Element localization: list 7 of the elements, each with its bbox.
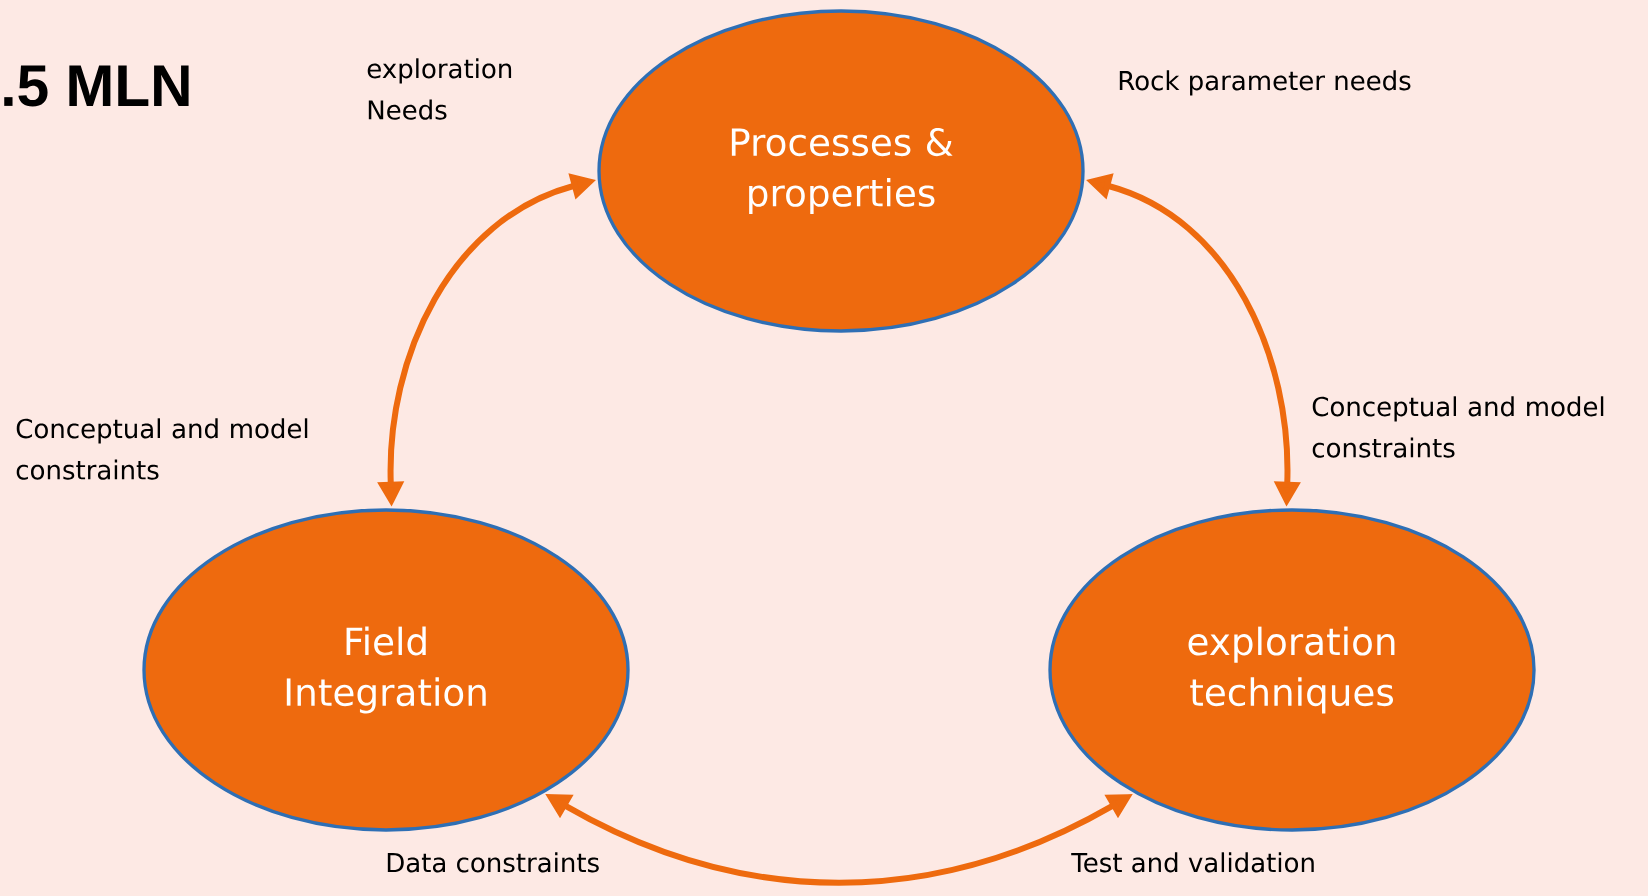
annotation-text: Conceptual and model constraints <box>1312 396 1604 458</box>
annotation-text: exploration Needs <box>367 58 512 120</box>
annotation-text: Rock parameter needs <box>1119 70 1411 96</box>
annotation-text: Data constraints <box>387 852 599 873</box>
annotation-text: Test and validation <box>1071 852 1314 873</box>
title-text: .5 MLN <box>4 65 189 107</box>
annotation-text: Conceptual and model constraints <box>16 418 308 480</box>
